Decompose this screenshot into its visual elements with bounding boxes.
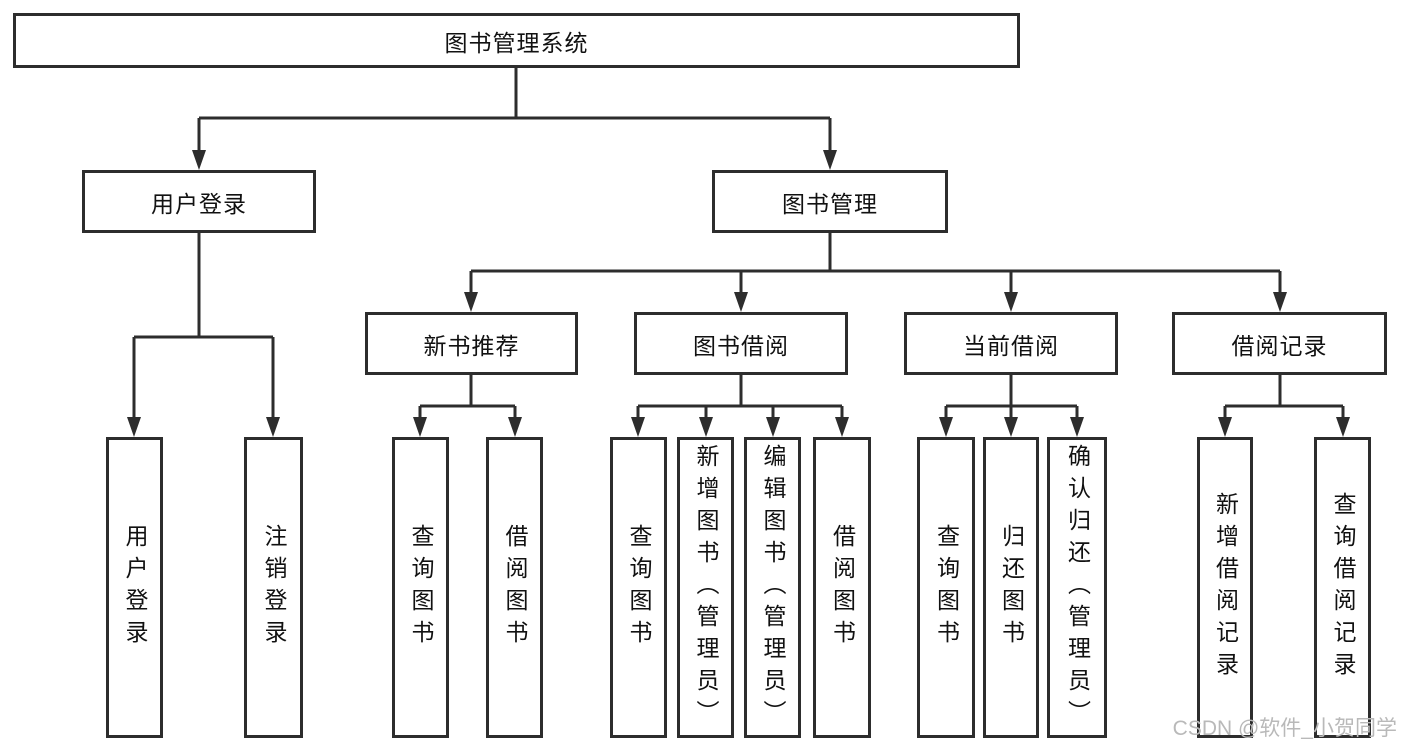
- arrow-down-icon: [835, 417, 849, 437]
- connector-paths: [132, 68, 1345, 422]
- leaf-current-return: 归还图书: [983, 437, 1039, 738]
- connector-root-to-level2: [197, 68, 832, 155]
- node-book-management-label: 图书管理: [782, 190, 878, 217]
- leaf-newbook-borrow-label: 借阅图书: [502, 523, 528, 652]
- leaf-records-add-label: 新增借阅记录: [1212, 491, 1239, 684]
- leaf-current-confirm-admin-label: 确认归还（管理员）: [1064, 443, 1091, 732]
- leaf-borrow-add-admin: 新增图书（管理员）: [677, 437, 734, 738]
- arrow-down-icon: [1273, 292, 1287, 312]
- connector-book-management-to-level3: [469, 233, 1282, 297]
- leaf-user-login-label: 用户登录: [122, 523, 148, 652]
- leaf-logout: 注销登录: [244, 437, 303, 738]
- arrow-down-icon: [413, 417, 427, 437]
- leaf-records-add: 新增借阅记录: [1197, 437, 1253, 738]
- leaf-newbook-query: 查询图书: [392, 437, 449, 738]
- arrow-down-icon: [1004, 417, 1018, 437]
- node-user-login: 用户登录: [82, 170, 316, 233]
- node-root: 图书管理系统: [13, 13, 1020, 68]
- arrow-down-icon: [766, 417, 780, 437]
- arrow-down-icon: [266, 417, 280, 437]
- node-borrow-records-label: 借阅记录: [1231, 332, 1328, 359]
- leaf-newbook-query-label: 查询图书: [408, 523, 434, 652]
- leaf-newbook-borrow: 借阅图书: [486, 437, 543, 738]
- leaf-current-query: 查询图书: [917, 437, 975, 738]
- csdn-watermark: CSDN @软件_小贺同学: [1172, 717, 1397, 740]
- arrowheads: [127, 150, 1350, 437]
- arrow-down-icon: [464, 292, 478, 312]
- leaf-borrow-add-admin-label: 新增图书（管理员）: [693, 443, 719, 732]
- connector-new-book-to-leaves: [418, 375, 517, 422]
- arrow-down-icon: [939, 417, 953, 437]
- node-book-borrow-label: 图书借阅: [693, 332, 789, 359]
- node-user-login-label: 用户登录: [151, 190, 247, 217]
- node-current-borrow-label: 当前借阅: [963, 332, 1059, 359]
- connector-current-borrow-to-leaves: [944, 375, 1079, 422]
- leaf-current-confirm-admin: 确认归还（管理员）: [1047, 437, 1107, 738]
- arrow-down-icon: [1336, 417, 1350, 437]
- arrow-down-icon: [699, 417, 713, 437]
- leaf-borrow-query: 查询图书: [610, 437, 667, 738]
- connector-user-login-to-leaves: [132, 233, 275, 422]
- leaf-borrow-edit-admin: 编辑图书（管理员）: [744, 437, 801, 738]
- arrow-down-icon: [1218, 417, 1232, 437]
- arrow-down-icon: [823, 150, 837, 170]
- leaf-borrow-edit-admin-label: 编辑图书（管理员）: [760, 443, 786, 732]
- node-borrow-records: 借阅记录: [1172, 312, 1387, 375]
- node-book-borrow: 图书借阅: [634, 312, 848, 375]
- leaf-borrow-book-label: 借阅图书: [829, 523, 856, 652]
- arrow-down-icon: [127, 417, 141, 437]
- node-book-management: 图书管理: [712, 170, 948, 233]
- connector-borrow-records-to-leaves: [1223, 375, 1345, 422]
- leaf-records-query-label: 查询借阅记录: [1330, 491, 1356, 684]
- leaf-records-query: 查询借阅记录: [1314, 437, 1371, 738]
- node-root-label: 图书管理系统: [444, 29, 589, 56]
- leaf-borrow-book: 借阅图书: [813, 437, 871, 738]
- leaf-borrow-query-label: 查询图书: [626, 523, 652, 652]
- arrow-down-icon: [631, 417, 645, 437]
- connector-book-borrow-to-leaves: [636, 375, 844, 422]
- leaf-current-query-label: 查询图书: [933, 523, 960, 652]
- leaf-logout-label: 注销登录: [261, 523, 287, 652]
- leaf-current-return-label: 归还图书: [998, 523, 1025, 652]
- arrow-down-icon: [734, 292, 748, 312]
- node-new-book-recommend-label: 新书推荐: [423, 332, 520, 359]
- arrow-down-icon: [508, 417, 522, 437]
- node-current-borrow: 当前借阅: [904, 312, 1118, 375]
- arrow-down-icon: [192, 150, 206, 170]
- node-new-book-recommend: 新书推荐: [365, 312, 578, 375]
- arrow-down-icon: [1004, 292, 1018, 312]
- arrow-down-icon: [1070, 417, 1084, 437]
- leaf-user-login: 用户登录: [106, 437, 163, 738]
